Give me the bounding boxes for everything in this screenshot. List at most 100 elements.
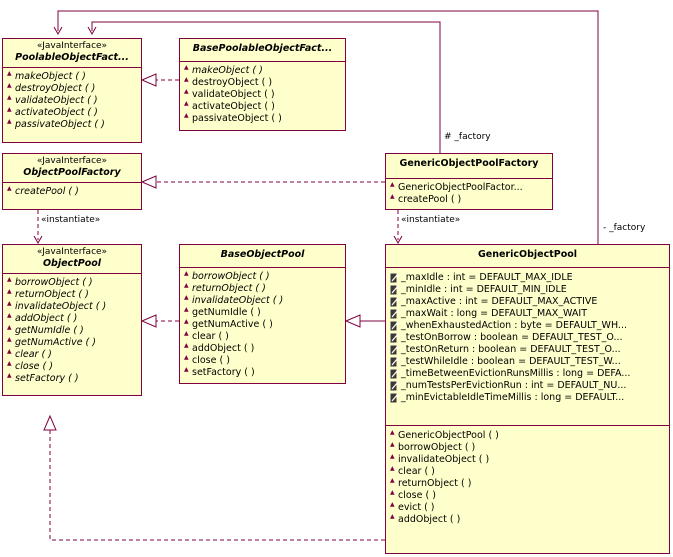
field-row: _maxActive : int = DEFAULT_MAX_ACTIVE <box>390 296 665 308</box>
field-row: _minIdle : int = DEFAULT_MIN_IDLE <box>390 284 665 296</box>
method-icon: ▲ <box>7 325 12 331</box>
field-row: _testWhileIdle : boolean = DEFAULT_TEST_… <box>390 356 665 368</box>
method-icon: ▲ <box>7 83 12 89</box>
class-name: BaseObjectPool <box>220 249 305 260</box>
association-label-factory-hash: # _factory <box>444 132 491 142</box>
association-line-factory-minus <box>57 10 599 245</box>
method-icon: ▲ <box>390 478 395 484</box>
method-row: ▲createPool ( ) <box>390 194 462 205</box>
method-icon: ▲ <box>184 295 189 301</box>
method-row: ▲clear ( ) <box>390 466 435 477</box>
method-row: ▲close ( ) <box>7 361 53 372</box>
class-header: GenericObjectPoolFactory <box>386 154 552 179</box>
method-icon: ▲ <box>7 277 12 283</box>
method-row: ▲addObject ( ) <box>7 313 78 324</box>
method-row: ▲evict ( ) <box>390 502 435 513</box>
method-icon: ▲ <box>390 182 395 188</box>
class-box-poolable-object-factory[interactable]: «JavaInterface» PoolableObjectFact... ▲m… <box>2 38 142 143</box>
private-field-icon <box>390 297 399 307</box>
method-icon: ▲ <box>184 271 189 277</box>
private-field-icon <box>390 345 399 355</box>
method-icon: ▲ <box>390 454 395 460</box>
method-row: ▲GenericObjectPoolFactor... <box>390 182 523 193</box>
method-row: ▲close ( ) <box>184 355 230 366</box>
method-row: ▲returnObject ( ) <box>390 478 472 489</box>
class-box-object-pool[interactable]: «JavaInterface» ObjectPool ▲borrowObject… <box>2 244 142 396</box>
class-name: BasePoolableObjectFact... <box>192 43 333 54</box>
realization-arrowhead-base-poolable <box>140 73 157 87</box>
private-field-icon <box>390 393 399 403</box>
field-row: _testOnBorrow : boolean = DEFAULT_TEST_O… <box>390 332 665 344</box>
class-box-base-object-pool[interactable]: BaseObjectPool ▲borrowObject ( ) ▲return… <box>179 244 346 384</box>
methods-compartment: ▲makeObject ( ) ▲destroyObject ( ) ▲vali… <box>3 68 141 134</box>
method-row: ▲getNumIdle ( ) <box>7 325 84 336</box>
stereotype-label: «JavaInterface» <box>36 247 108 257</box>
method-icon: ▲ <box>7 289 12 295</box>
method-row: ▲invalidateObject ( ) <box>7 301 107 312</box>
method-icon: ▲ <box>7 361 12 367</box>
class-box-generic-object-pool-factory[interactable]: GenericObjectPoolFactory ▲GenericObjectP… <box>385 153 553 210</box>
field-row: _whenExhaustedAction : byte = DEFAULT_WH… <box>390 320 665 332</box>
method-icon: ▲ <box>390 466 395 472</box>
field-row: _maxIdle : int = DEFAULT_MAX_IDLE <box>390 272 665 284</box>
class-box-base-poolable-object-factory[interactable]: BasePoolableObjectFact... ▲makeObject ( … <box>179 38 346 131</box>
field-row: _timeBetweenEvictionRunsMillis : long = … <box>390 368 665 380</box>
methods-compartment: ▲GenericObjectPoolFactor... ▲createPool … <box>386 179 552 209</box>
method-icon: ▲ <box>390 514 395 520</box>
method-icon: ▲ <box>184 331 189 337</box>
field-row: _minEvictableIdleTimeMillis : long = DEF… <box>390 392 665 404</box>
class-box-object-pool-factory[interactable]: «JavaInterface» ObjectPoolFactory ▲creat… <box>2 153 142 210</box>
method-row: ▲addObject ( ) <box>184 343 255 354</box>
stereotype-label: «JavaInterface» <box>36 156 108 166</box>
class-box-generic-object-pool[interactable]: GenericObjectPool _maxIdle : int = DEFAU… <box>385 244 670 554</box>
method-row: ▲borrowObject ( ) <box>390 442 476 453</box>
class-header: «JavaInterface» ObjectPoolFactory <box>3 154 141 183</box>
method-row: ▲validateObject ( ) <box>184 89 275 100</box>
method-row: ▲GenericObjectPool ( ) <box>390 430 499 441</box>
association-line-factory-hash <box>91 21 441 153</box>
realization-line-generic-pool-objectpool <box>49 430 385 541</box>
method-icon: ▲ <box>184 65 189 71</box>
class-header: GenericObjectPool <box>386 245 669 268</box>
method-row: ▲destroyObject ( ) <box>184 77 273 88</box>
class-name: ObjectPool <box>42 258 102 269</box>
generalization-arrowhead-generic-pool <box>344 314 361 328</box>
method-icon: ▲ <box>184 283 189 289</box>
method-icon: ▲ <box>184 355 189 361</box>
realization-arrowhead-generic-pool-objectpool <box>43 414 57 431</box>
class-header: BasePoolableObjectFact... <box>180 39 345 62</box>
class-header: «JavaInterface» PoolableObjectFact... <box>3 39 141 68</box>
method-icon: ▲ <box>184 89 189 95</box>
methods-compartment: ▲borrowObject ( ) ▲returnObject ( ) ▲inv… <box>180 268 345 382</box>
method-row: ▲setFactory ( ) <box>184 367 255 378</box>
method-row: ▲getNumIdle ( ) <box>184 307 261 318</box>
method-row: ▲borrowObject ( ) <box>7 277 93 288</box>
stereotype-label: «JavaInterface» <box>36 41 108 51</box>
method-row: ▲createPool ( ) <box>7 186 79 197</box>
class-name: GenericObjectPoolFactory <box>399 158 539 169</box>
method-icon: ▲ <box>390 430 395 436</box>
instantiate-label-left: «instantiate» <box>41 215 101 225</box>
method-icon: ▲ <box>184 367 189 373</box>
method-icon: ▲ <box>7 349 12 355</box>
method-icon: ▲ <box>7 373 12 379</box>
association-arrowhead-factory-hash <box>87 26 97 36</box>
method-row: ▲invalidateObject ( ) <box>184 295 284 306</box>
instantiate-label-right: «instantiate» <box>401 215 461 225</box>
method-icon: ▲ <box>390 194 395 200</box>
method-icon: ▲ <box>7 337 12 343</box>
private-field-icon <box>390 357 399 367</box>
method-row: ▲invalidateObject ( ) <box>390 454 490 465</box>
methods-compartment: ▲GenericObjectPool ( ) ▲borrowObject ( )… <box>386 426 669 529</box>
method-icon: ▲ <box>390 490 395 496</box>
method-row: ▲activateObject ( ) <box>7 107 98 118</box>
method-icon: ▲ <box>7 107 12 113</box>
field-row: _testOnReturn : boolean = DEFAULT_TEST_O… <box>390 344 665 356</box>
field-row: _numTestsPerEvictionRun : int = DEFAULT_… <box>390 380 665 392</box>
method-row: ▲clear ( ) <box>7 349 52 360</box>
method-row: ▲close ( ) <box>390 490 436 501</box>
method-row: ▲returnObject ( ) <box>7 289 89 300</box>
realization-arrowhead-base-pool <box>140 314 157 328</box>
instantiate-arrowhead-right <box>393 235 403 245</box>
